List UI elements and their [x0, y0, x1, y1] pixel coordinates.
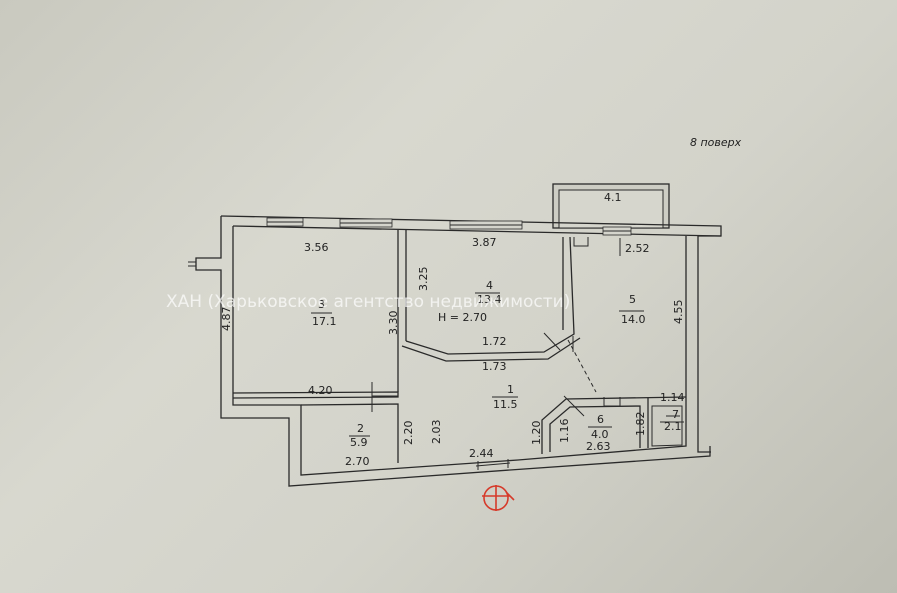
dim-bottom-left: 4.20 [308, 384, 333, 397]
room-5-number: 5 [629, 293, 636, 306]
room-1-number: 1 [507, 383, 514, 396]
dim-room5-width: 2.52 [625, 242, 650, 255]
dim-hall-height: 2.03 [430, 420, 443, 445]
dimension-labels: 3.56 4.87 3.30 3.87 3.25 1.72 1.73 2.52 … [220, 236, 685, 468]
room-7-number: 7 [672, 408, 679, 421]
dim-room5-height: 4.55 [672, 300, 685, 325]
room-3-area: 17.1 [312, 315, 337, 328]
balcony: 4.1 [552, 183, 670, 229]
dim-entrance-width: 2.44 [469, 447, 494, 460]
interior-walls [232, 230, 687, 470]
dim-room3-right: 3.30 [387, 311, 400, 336]
dim-hall-right: 1.20 [530, 421, 543, 446]
balcony-area: 4.1 [604, 191, 622, 204]
watermark: ХАН (Харьковское агентство недвижимости) [166, 292, 570, 312]
dim-room6-width: 2.63 [586, 440, 611, 453]
room-3-number: 3 [318, 298, 325, 311]
room-labels: 3 17.1 4 13.4 H = 2.70 5 14.0 1 11.5 2 5… [311, 279, 684, 449]
room-4-area: 13.4 [477, 293, 502, 306]
dim-hall-width: 1.73 [482, 360, 507, 373]
ceiling-height: H = 2.70 [438, 311, 487, 324]
room-5-area: 14.0 [621, 313, 646, 326]
dim-room7-height: 1.82 [634, 412, 647, 437]
windows [266, 217, 632, 236]
room-2-area: 5.9 [350, 436, 368, 449]
dim-room4-bay: 1.72 [482, 335, 507, 348]
dim-room2-height: 2.20 [402, 421, 415, 446]
outer-walls [188, 215, 722, 487]
entrance-marker [482, 485, 515, 511]
dim-room7-width: 1.14 [660, 391, 685, 404]
room-2-number: 2 [357, 422, 364, 435]
dim-room3-height: 4.87 [220, 307, 233, 332]
room-6-area: 4.0 [591, 428, 609, 441]
dim-room4-width: 3.87 [472, 236, 497, 249]
dim-room6-left: 1.16 [558, 419, 571, 444]
floor-label: 8 поверх [690, 136, 742, 149]
room-7-area: 2.1 [664, 420, 682, 433]
room-6-number: 6 [597, 413, 604, 426]
dim-room3-width: 3.56 [304, 241, 329, 254]
dim-room4-left: 3.25 [417, 267, 430, 292]
room-4-number: 4 [486, 279, 493, 292]
dim-room2-width: 2.70 [345, 455, 370, 468]
room-1-area: 11.5 [493, 398, 518, 411]
